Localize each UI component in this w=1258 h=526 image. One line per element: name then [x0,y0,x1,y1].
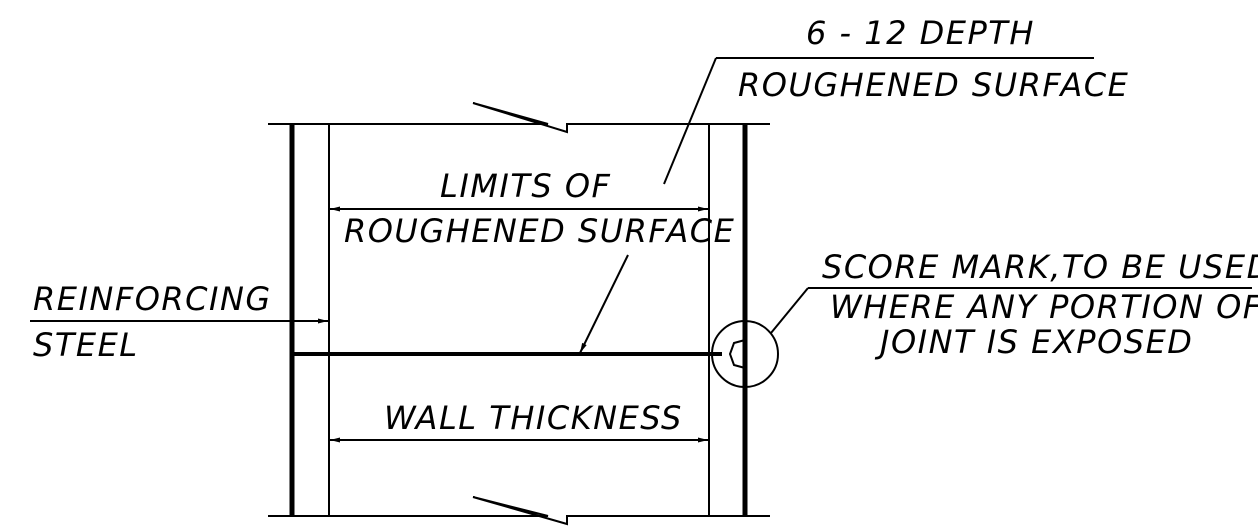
bottom-break-line [268,496,770,526]
limits-label-line1: LIMITS OF [440,167,611,205]
depth-leader [663,57,717,185]
top-break-line [268,102,770,134]
wall-thickness-label: WALL THICKNESS [384,399,683,437]
score-mark-keyway [728,339,746,369]
limits-label-line2: ROUGHENED SURFACE [344,212,735,250]
score-mark-circle [711,320,779,388]
score-label-line3: JOINT IS EXPOSED [874,323,1193,361]
score-label-line2: WHERE ANY PORTION OF [830,288,1258,326]
score-leader [770,287,809,334]
limits-leader-arrow [579,254,629,354]
depth-label-line1: 6 - 12 DEPTH [806,14,1035,52]
depth-label-line2: ROUGHENED SURFACE [738,66,1129,104]
score-label-line1: SCORE MARK,TO BE USED [822,248,1258,286]
reinf-label-line2: STEEL [33,326,139,364]
reinf-label-line1: REINFORCING [33,280,272,318]
